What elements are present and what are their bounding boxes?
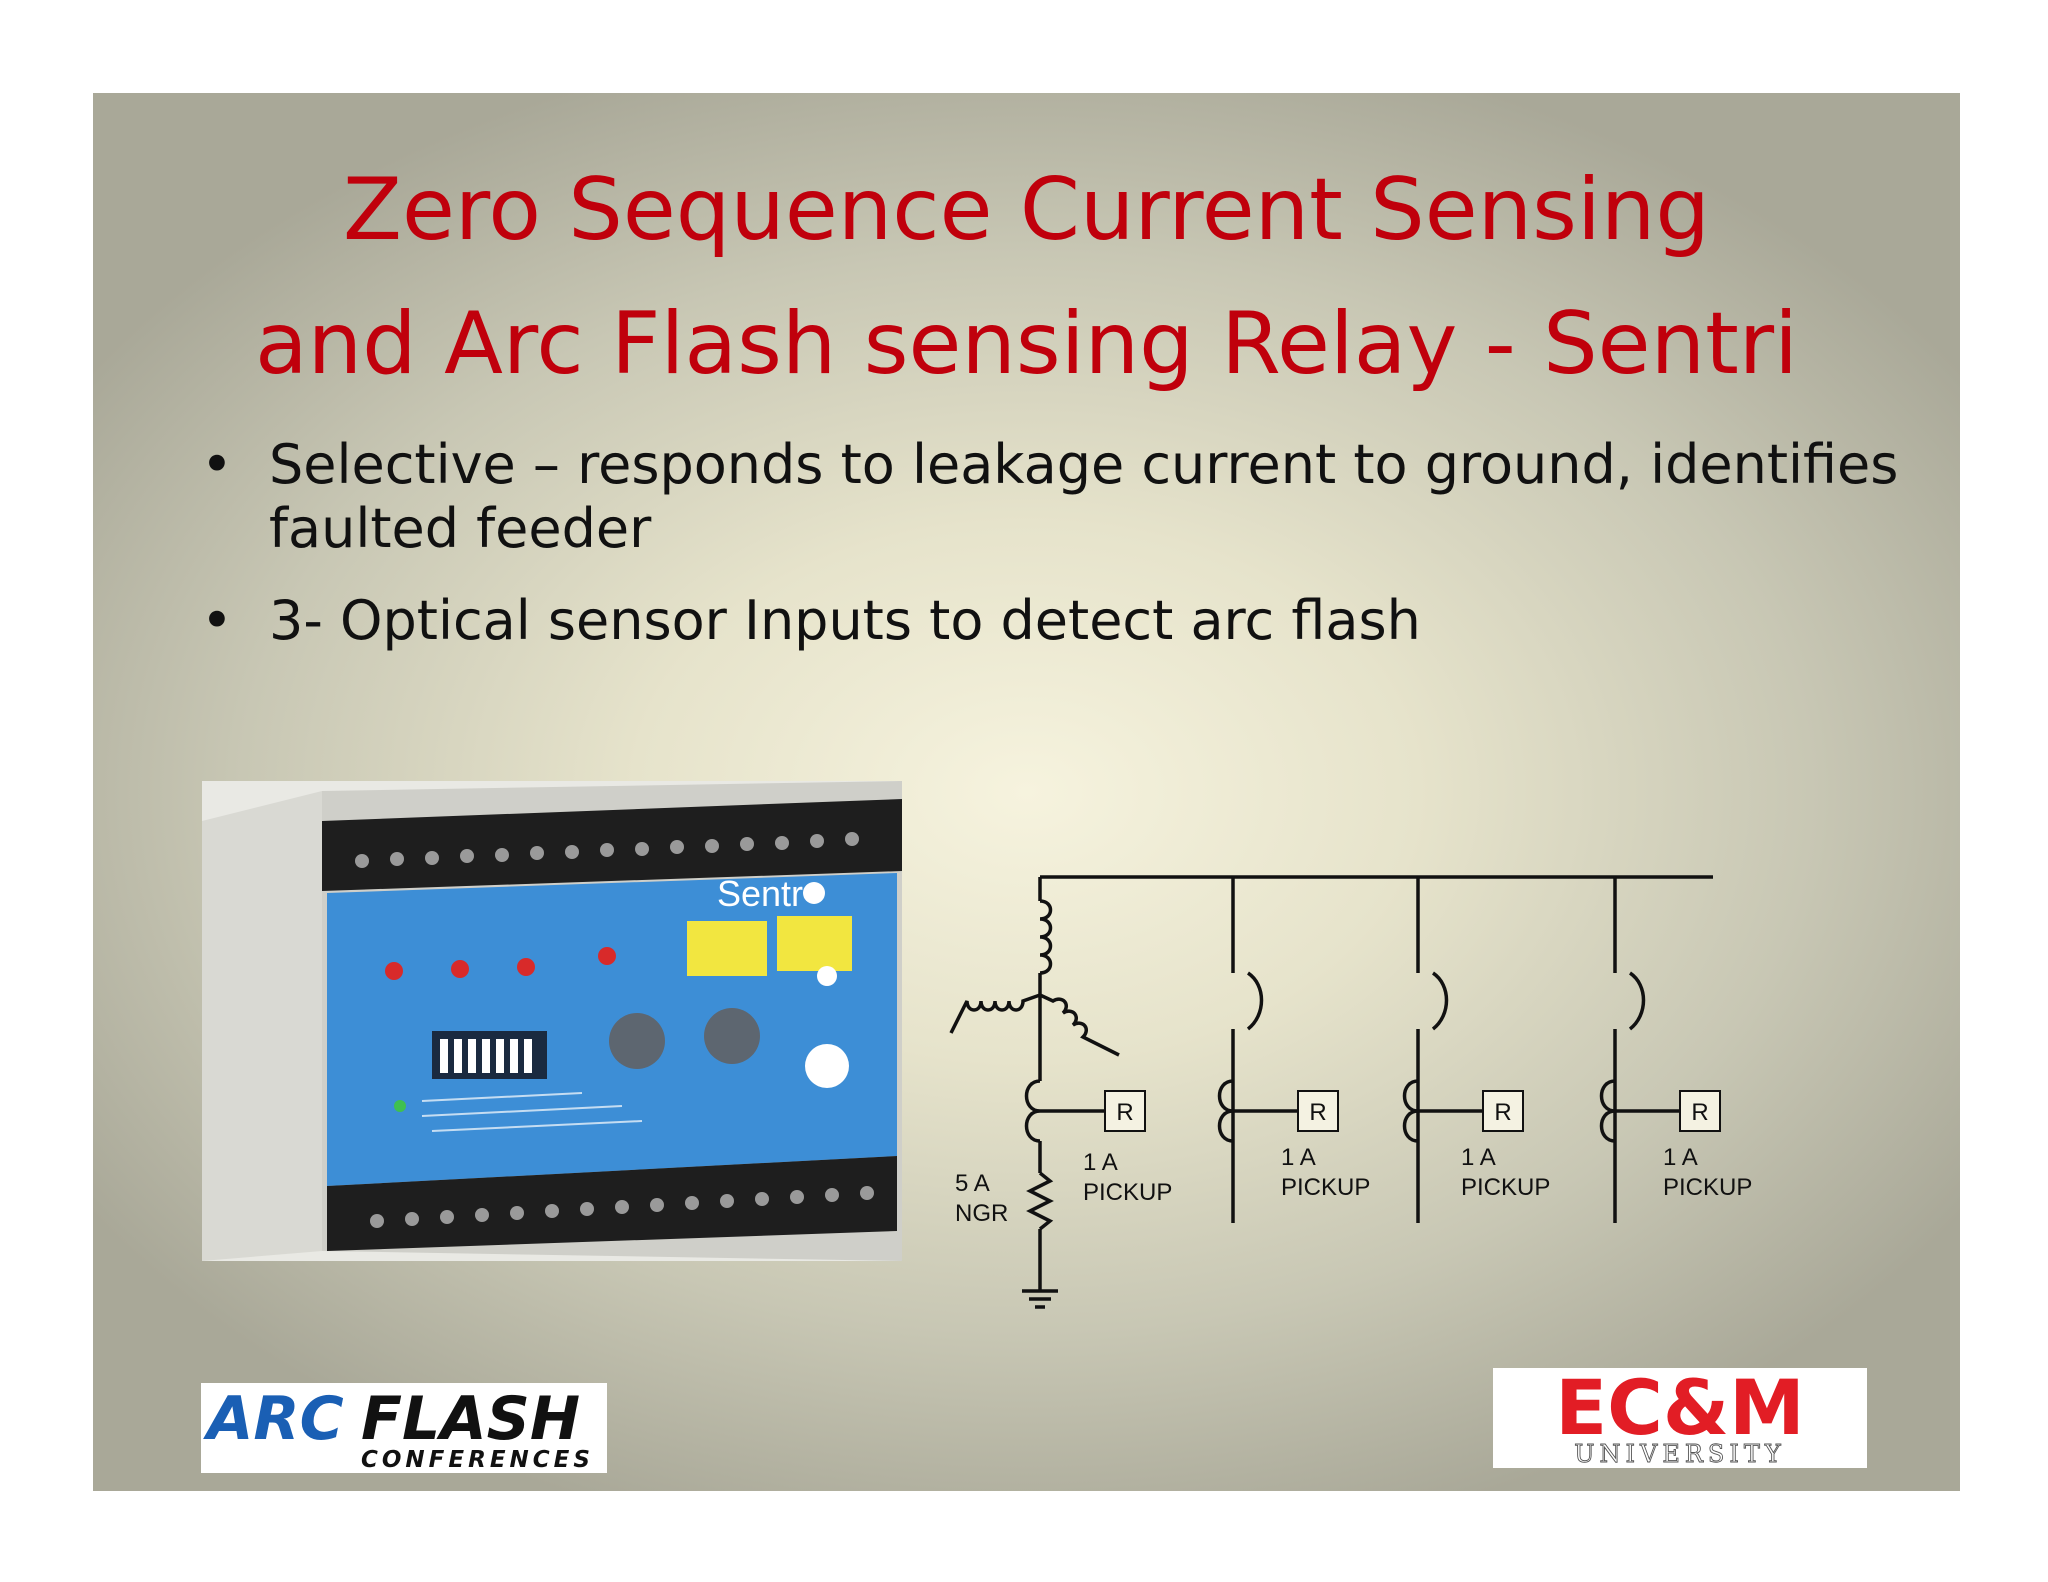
brand-text: Sentr	[717, 873, 803, 914]
relay-box	[1104, 1090, 1146, 1132]
logo-flash-text: FLASH	[361, 1384, 580, 1454]
title-line-1: Zero Sequence Current Sensing	[343, 160, 1710, 260]
pickup-label: PICKUP	[1461, 1174, 1550, 1201]
pickup-label: 1 A	[1663, 1144, 1698, 1171]
relay-photo: Sentr	[202, 781, 902, 1261]
ecm-university-logo: EC&M UNIVERSITY	[1493, 1368, 1867, 1468]
circle-logo-icon	[803, 882, 825, 904]
logo-ecm-text: EC&M	[1555, 1368, 1805, 1452]
relay-label: R	[1691, 1099, 1708, 1126]
bullet-text: Selective – responds to leakage current …	[269, 433, 1899, 560]
schematic-diagram: R R R R 5 A NGR 1 A PICKUP 1 A PICKUP 1 …	[949, 875, 1752, 1309]
bullet-dot: •	[201, 589, 233, 652]
bullet-list: • Selective – responds to leakage curren…	[201, 433, 1901, 681]
relay-label: R	[1116, 1099, 1133, 1126]
slide-title: Zero Sequence Current Sensing and Arc Fl…	[93, 143, 1960, 411]
logo-university-text: UNIVERSITY	[1574, 1440, 1785, 1468]
bullet-text: 3- Optical sensor Inputs to detect arc f…	[269, 589, 1421, 652]
bullet-item: • 3- Optical sensor Inputs to detect arc…	[201, 589, 1901, 653]
relay-box	[1679, 1090, 1721, 1132]
pickup-label: PICKUP	[1281, 1174, 1370, 1201]
pickup-label: PICKUP	[1083, 1179, 1172, 1206]
relay-box	[1482, 1090, 1524, 1132]
logo-arc-text: ARC	[203, 1384, 344, 1454]
ngr-label: NGR	[955, 1200, 1008, 1227]
pickup-label: 1 A	[1083, 1149, 1118, 1176]
relay-label: R	[1494, 1099, 1511, 1126]
bullet-item: • Selective – responds to leakage curren…	[201, 433, 1901, 561]
pickup-label: 1 A	[1281, 1144, 1316, 1171]
title-line-2: and Arc Flash sensing Relay - Sentri	[254, 294, 1799, 394]
bullet-dot: •	[201, 433, 233, 496]
arcflash-conferences-logo: ARC FLASH CONFERENCES	[201, 1383, 607, 1473]
ngr-label: 5 A	[955, 1170, 990, 1197]
relay-box	[1297, 1090, 1339, 1132]
slide: Zero Sequence Current Sensing and Arc Fl…	[93, 93, 1960, 1491]
pickup-label: PICKUP	[1663, 1174, 1752, 1201]
relay-label: R	[1309, 1099, 1326, 1126]
pickup-label: 1 A	[1461, 1144, 1496, 1171]
logo-conferences-text: CONFERENCES	[361, 1447, 594, 1473]
